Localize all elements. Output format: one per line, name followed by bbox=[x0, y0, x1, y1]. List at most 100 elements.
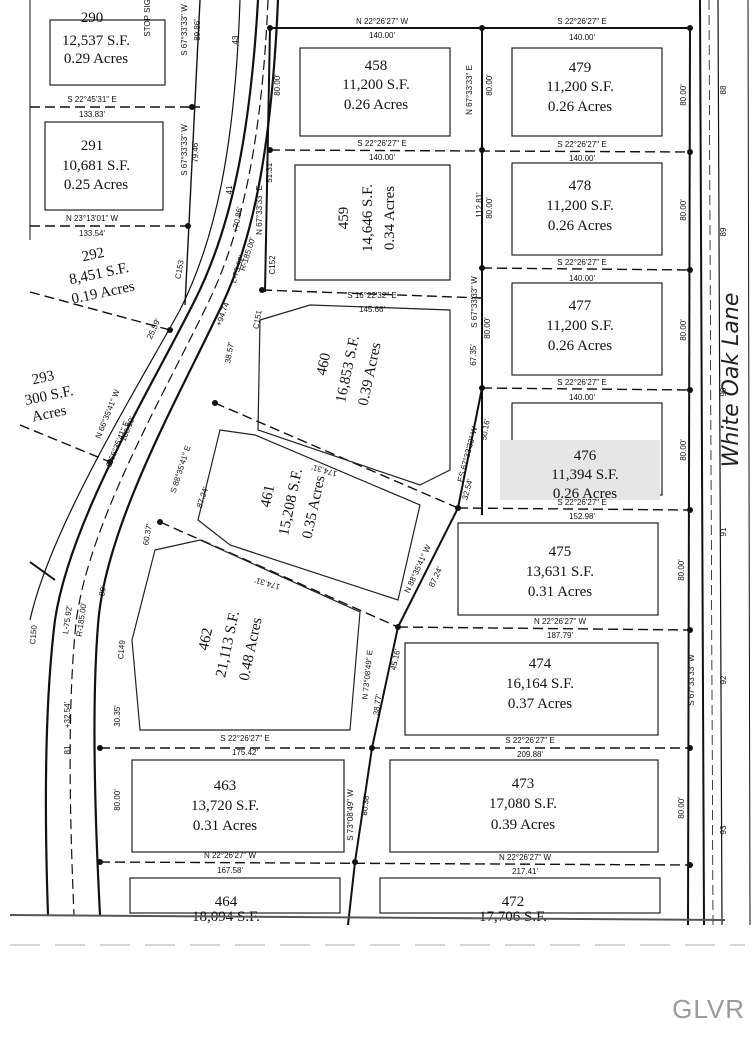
lot-475-number: 475 bbox=[549, 544, 572, 560]
curve-length-b: L-75.92' bbox=[61, 604, 74, 634]
bearing-top: N 22°26'27" W bbox=[356, 17, 408, 26]
dim-460-east: 67.35' bbox=[469, 344, 478, 366]
lot-463-acres: 0.31 Acres bbox=[193, 818, 257, 834]
lot-292-number: 292 bbox=[81, 245, 106, 265]
dim-458-west: 80.00' bbox=[273, 74, 282, 96]
lot-472-number: 472 bbox=[502, 894, 525, 910]
lot-478-sf: 11,200 S.F. bbox=[546, 198, 613, 214]
ref-81: 81 bbox=[63, 745, 72, 754]
dim-462-west: 60.37' bbox=[141, 523, 154, 546]
lot-290-sf: 12,537 S.F. bbox=[62, 33, 130, 49]
lot-459-sf: 14,646 S.F. bbox=[360, 184, 376, 252]
lot-461-number: 461 bbox=[258, 484, 278, 509]
ref-90: 90 bbox=[719, 387, 728, 396]
dim-473-bottom: 217.41' bbox=[512, 867, 538, 876]
bearing-459-west: N 67°33'33" E bbox=[255, 185, 264, 235]
lot-459-acres: 0.34 Acres bbox=[382, 186, 398, 250]
lot-293-number: 293 bbox=[31, 368, 56, 388]
bearing-473-bottom: N 22°26'27" W bbox=[499, 853, 551, 862]
lot-476-highlight bbox=[500, 440, 660, 500]
lot-475-acres: 0.31 Acres bbox=[528, 584, 592, 600]
lot-463-number: 463 bbox=[214, 778, 237, 794]
dim-street-station: +32.54' bbox=[63, 701, 72, 728]
lot-464-number: 464 bbox=[215, 894, 238, 910]
ref-89: 89 bbox=[719, 227, 728, 236]
bearing-477-bottom: S 22°26'27" E bbox=[557, 378, 606, 387]
white-oak-lane bbox=[699, 0, 751, 926]
dim-461-east: 87.24' bbox=[427, 565, 444, 589]
lot-479-acres: 0.26 Acres bbox=[548, 99, 612, 115]
lot-479-sf: 11,200 S.F. bbox=[546, 79, 613, 95]
bearing-291-bottom: N 23°13'01" W bbox=[66, 214, 118, 223]
dim-462-corner: 30.35' bbox=[113, 705, 122, 727]
dim-461-south: 174.31' bbox=[253, 575, 281, 591]
lot-476-number: 476 bbox=[574, 448, 597, 464]
dim-479-east: 80.00' bbox=[679, 84, 688, 106]
bearing-461-west: S 88°35'41" E bbox=[169, 444, 193, 494]
bearing-474-east: S 67°33'33" W bbox=[687, 654, 696, 706]
dim-477-west: 80.00' bbox=[483, 317, 492, 339]
bearing-460-east: ES 67°33'33" W bbox=[456, 425, 480, 483]
bearing-476-bottom: S 22°26'27" E bbox=[557, 498, 606, 507]
ref-43: 43 bbox=[231, 35, 240, 44]
dim-476-bottom: 152.98' bbox=[569, 512, 595, 521]
scan-edge bbox=[9, 914, 726, 921]
dim-475-bottom: 187.79' bbox=[547, 631, 573, 640]
lot-477-number: 477 bbox=[569, 298, 592, 314]
lot-476-sf: 11,394 S.F. bbox=[551, 467, 618, 483]
bearing-479-top: S 22°26'27" E bbox=[557, 17, 606, 26]
dim-473-west: 80.38' bbox=[360, 793, 371, 816]
lot-478-acres: 0.26 Acres bbox=[548, 218, 612, 234]
dim-476-east: 80.00' bbox=[679, 439, 688, 461]
white-oak-lane-label: White Oak Lane bbox=[719, 293, 744, 468]
bearing-463-east: S 73°08'49" W bbox=[346, 789, 355, 841]
ref-88: 88 bbox=[719, 85, 728, 94]
dim-478-east: 80.00' bbox=[679, 199, 688, 221]
dim-478-west-total: 112.81' bbox=[475, 192, 484, 218]
lot-290-number: 290 bbox=[81, 10, 104, 26]
lot-291-sf: 10,681 S.F. bbox=[62, 158, 130, 174]
ref-91: 91 bbox=[719, 527, 728, 536]
left-street bbox=[29, 0, 280, 916]
lot-473-number: 473 bbox=[512, 776, 535, 792]
dim-475-east: 80.00' bbox=[677, 559, 686, 581]
dim-458-bottom: 140.00' bbox=[369, 153, 395, 162]
dim-291-bottom: 133.54' bbox=[79, 229, 105, 238]
lot-291-number: 291 bbox=[81, 138, 104, 154]
bearing-291-east: S 67°33'33" W bbox=[180, 124, 189, 176]
ref-92: 92 bbox=[719, 675, 728, 684]
dim-478-west: 80.00' bbox=[485, 197, 494, 219]
bearing-462-east: N 73°08'49" E bbox=[360, 649, 374, 699]
bearing-474-bottom: S 22°26'27" E bbox=[505, 736, 554, 745]
dim-458-top: 140.00' bbox=[369, 31, 395, 40]
bearing-290-east: S 67°33'33" W bbox=[180, 4, 189, 56]
lot-478-number: 478 bbox=[569, 178, 592, 194]
dim-479-bottom: 140.00' bbox=[569, 154, 595, 163]
lot-474-number: 474 bbox=[529, 656, 552, 672]
dim-479-top: 140.00' bbox=[569, 33, 595, 42]
bearing-463-bottom: N 22°26'27" W bbox=[204, 851, 256, 860]
curve-c150: C150 bbox=[28, 624, 39, 644]
lot-290-acres: 0.29 Acres bbox=[64, 51, 128, 67]
dim-291-east: 79.46' bbox=[191, 141, 200, 163]
dim-474-corner: 38.77' bbox=[372, 693, 384, 716]
bearing-479-bottom: S 22°26'27" E bbox=[557, 140, 606, 149]
dim-459-west: 51.31' bbox=[265, 161, 274, 183]
dim-477-bottom: 140.00' bbox=[569, 393, 595, 402]
dim-290-bottom: 133.83' bbox=[79, 110, 105, 119]
dim-479-west: 80.00' bbox=[485, 74, 494, 96]
bearing-459-bottom: S 16°22'32" E bbox=[347, 291, 396, 300]
lot-458-number: 458 bbox=[365, 58, 388, 74]
lot-458-acres: 0.26 Acres bbox=[344, 97, 408, 113]
bearing-290-bottom: S 22°45'31" E bbox=[67, 95, 116, 104]
lot-479-number: 479 bbox=[569, 60, 592, 76]
dim-290-east: 89.86' bbox=[193, 19, 202, 41]
curve-c153: C153 bbox=[173, 259, 185, 280]
lot-475-sf: 13,631 S.F. bbox=[526, 564, 594, 580]
dim-478-bottom: 140.00' bbox=[569, 274, 595, 283]
ref-93: 93 bbox=[719, 825, 728, 834]
ref-41: 41 bbox=[225, 185, 234, 194]
dim-463-west: 80.00' bbox=[113, 789, 122, 811]
lot-476-acres: 0.26 Acres bbox=[553, 486, 617, 502]
lot-291-acres: 0.25 Acres bbox=[64, 177, 128, 193]
